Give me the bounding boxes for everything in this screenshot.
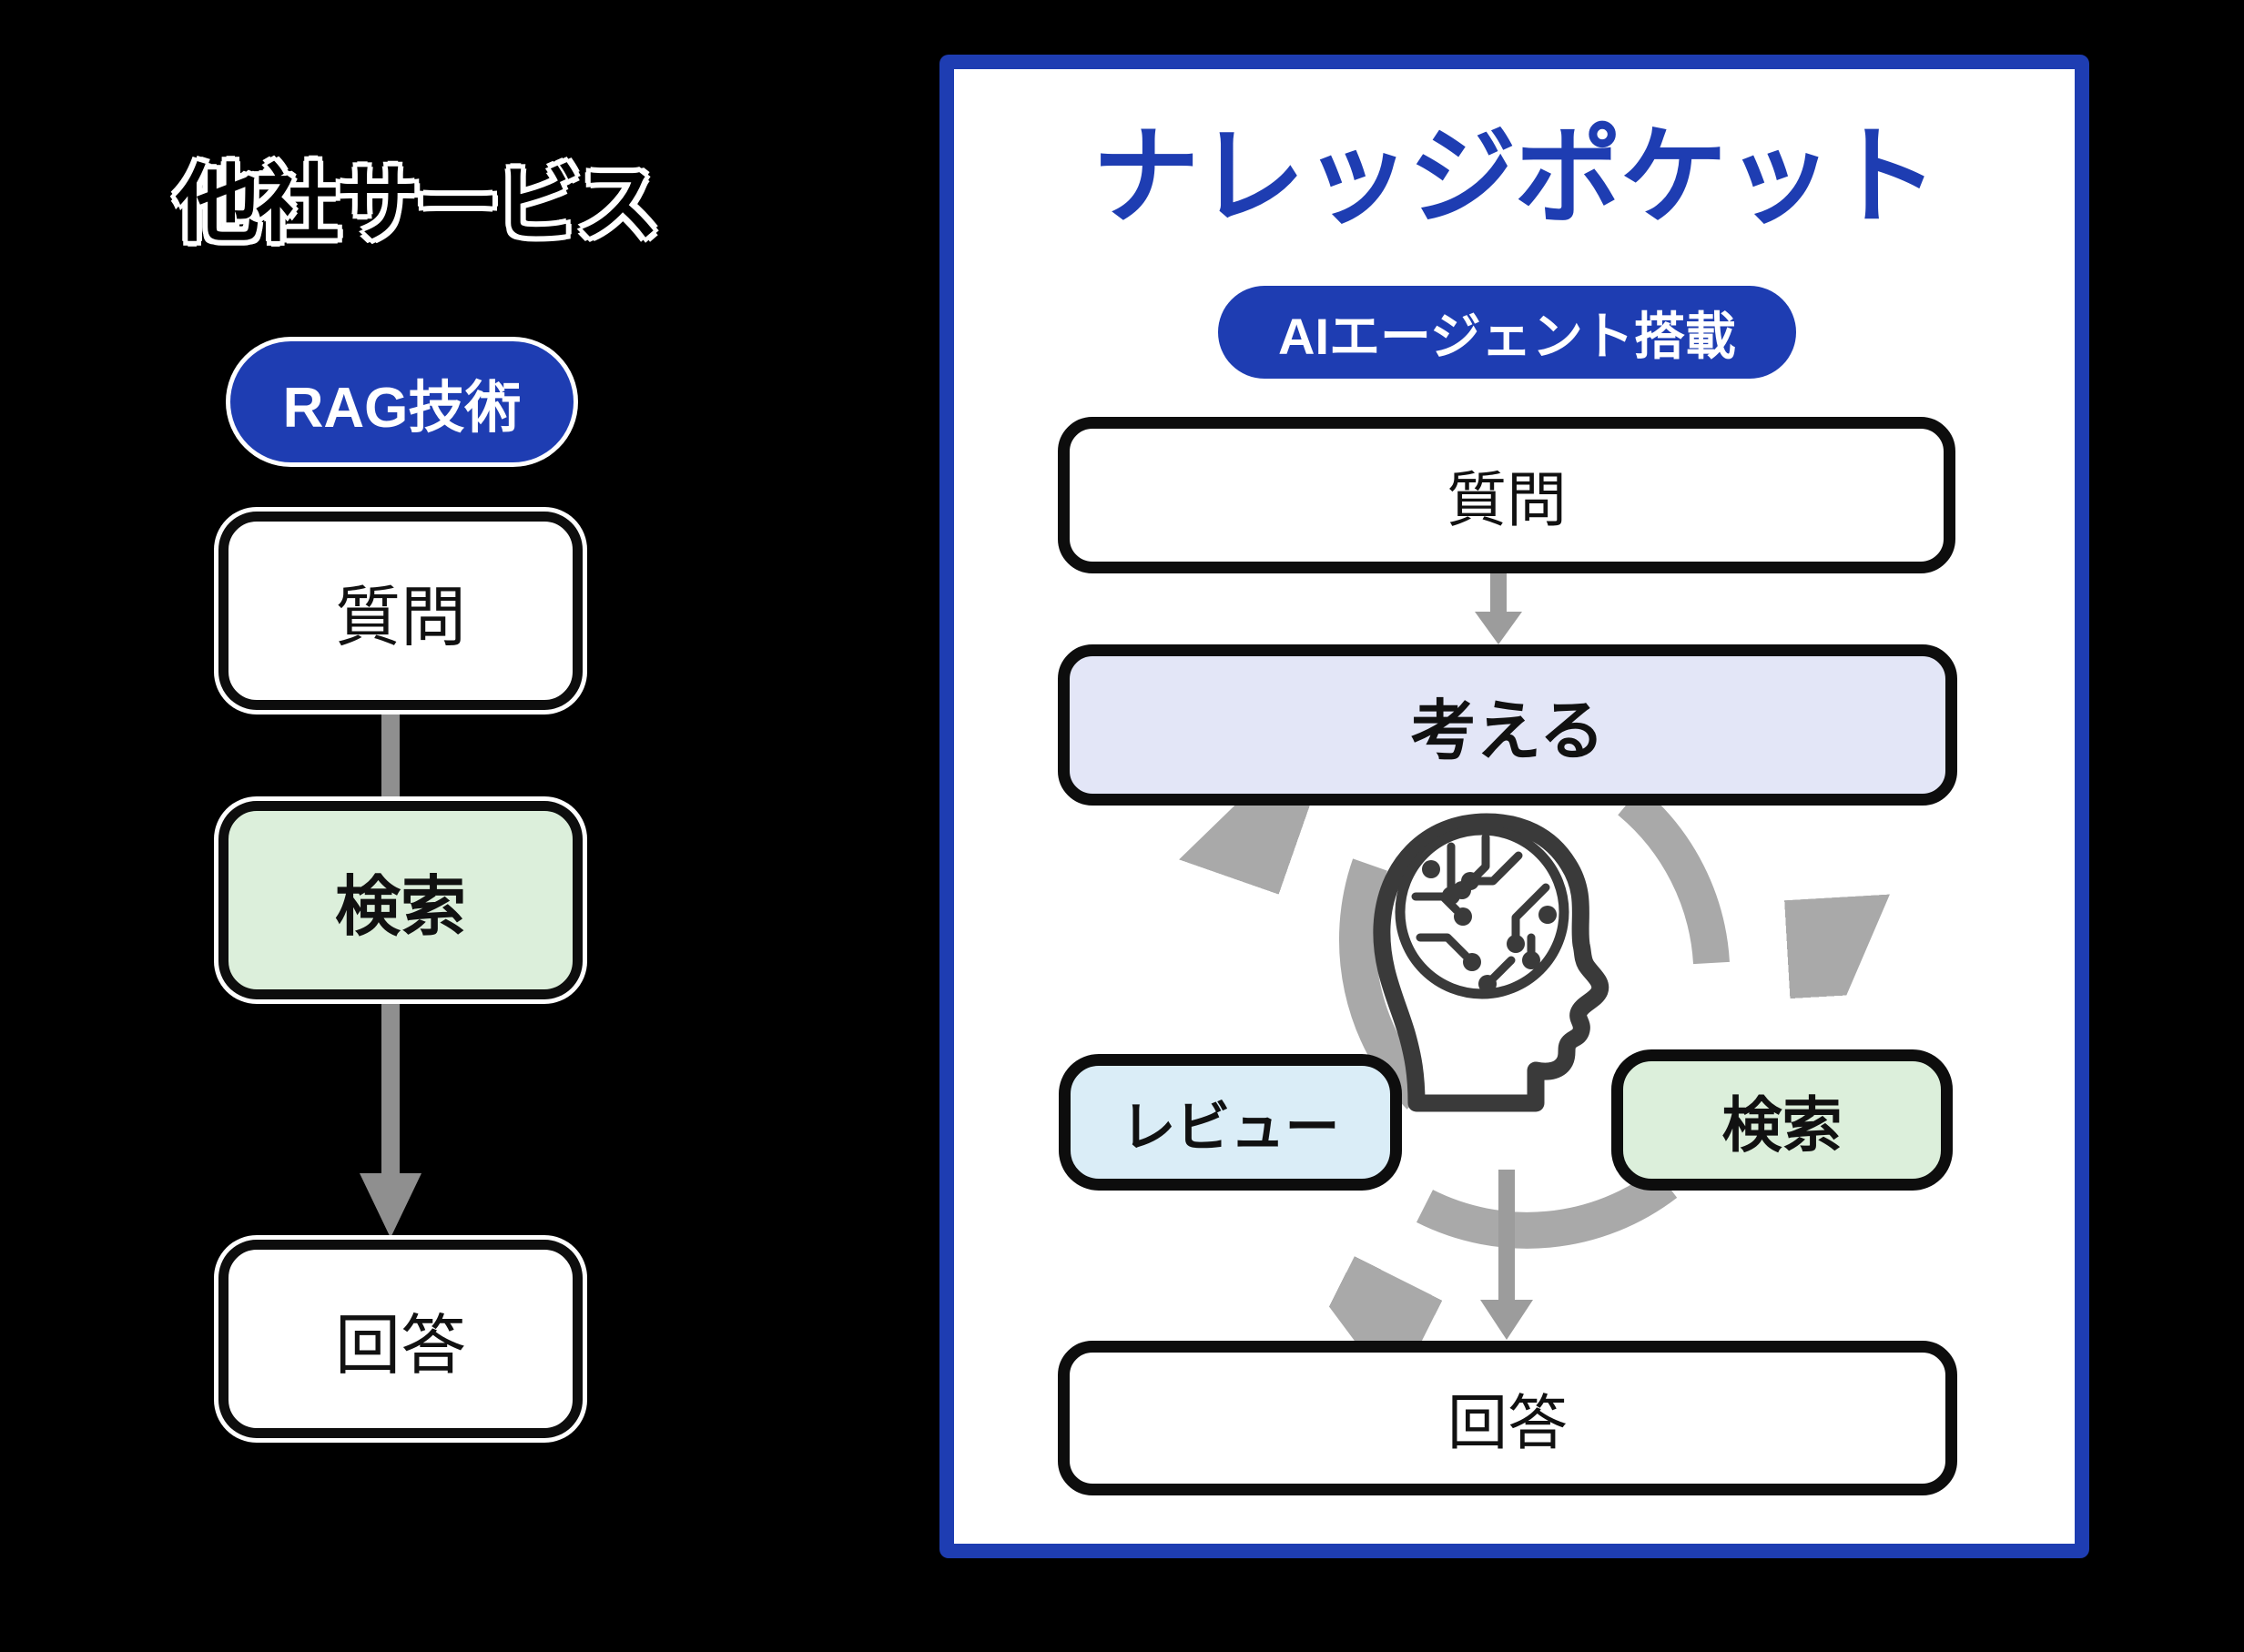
cycle-arrow-search-to-review xyxy=(1425,1169,1678,1231)
circuit-trace xyxy=(1511,883,1550,940)
circuit-node xyxy=(1454,907,1472,926)
circuit-node xyxy=(1463,953,1481,971)
circuit-trace xyxy=(1411,892,1461,915)
circuit-brain-head-icon xyxy=(1373,813,1609,1112)
left-step-search: 検索 xyxy=(218,801,583,999)
circuit-trace xyxy=(1474,851,1523,886)
circuit-node xyxy=(1422,860,1440,878)
rag-tech-badge: RAG技術 xyxy=(230,341,574,462)
panel-title: ナレッジポケット xyxy=(1092,117,1938,238)
left-search-to-answer-arrow xyxy=(360,993,421,1238)
panel-step-think: 考える xyxy=(1058,644,1957,806)
circuit-node xyxy=(1478,975,1497,993)
question-to-think-arrow xyxy=(1475,573,1522,644)
ai-agent-badge: AIエージェント搭載 xyxy=(1218,286,1796,379)
circuit-node xyxy=(1461,872,1479,890)
left-question-to-search-connector xyxy=(381,708,400,805)
cycle-to-answer-arrow xyxy=(1480,1170,1533,1340)
circuit-trace xyxy=(1416,933,1470,960)
panel-step-review: レビュー xyxy=(1059,1054,1402,1191)
panel-step-search: 検索 xyxy=(1611,1049,1953,1191)
panel-step-question: 質問 xyxy=(1058,417,1955,573)
circuit-trace xyxy=(1488,956,1516,983)
circuit-node xyxy=(1507,935,1525,953)
left-step-answer: 回答 xyxy=(218,1240,583,1438)
left-step-question: 質問 xyxy=(218,512,583,710)
circuit-node xyxy=(1522,951,1540,969)
circuit-node xyxy=(1538,906,1557,924)
left-section-title: 他社サービス xyxy=(176,158,660,251)
cycle-arrow-review-to-think xyxy=(1357,865,1434,1110)
panel-step-answer: 回答 xyxy=(1058,1341,1957,1495)
cycle-arrow-think-to-search xyxy=(1617,786,1711,963)
